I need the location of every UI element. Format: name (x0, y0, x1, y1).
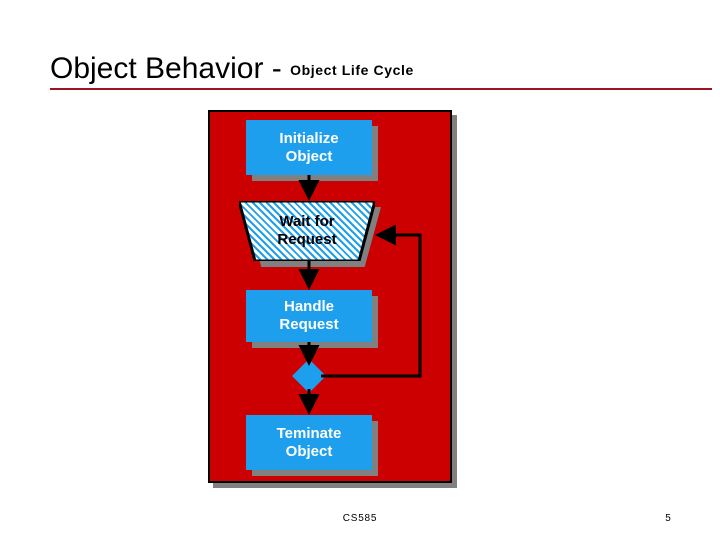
footer-page-number: 5 (665, 513, 671, 524)
footer-course-label: CS585 (342, 513, 378, 524)
wait-for-request-line1: Wait for (279, 213, 335, 230)
initialize-object-line2: Object (285, 147, 333, 165)
initialize-object-line1: Initialize (279, 129, 339, 147)
node-terminate-object[interactable]: Teminate Object (246, 415, 372, 470)
page-title: Object Behavior - Object Life Cycle (50, 52, 712, 92)
handle-request-line1: Handle (283, 298, 334, 315)
title-text-line: Object Behavior - Object Life Cycle (50, 52, 414, 86)
title-subtitle-text: Object Life Cycle (290, 62, 414, 78)
node-initialize-object[interactable]: Initialize Object (246, 120, 372, 175)
handle-request-line2: Request (279, 316, 339, 333)
node-handle-request[interactable]: Handle Request (246, 290, 372, 342)
wait-for-request-line2: Request (277, 231, 337, 248)
terminate-object-line2: Object (285, 442, 333, 460)
title-main-text: Object Behavior - (50, 52, 291, 85)
terminate-object-line1: Teminate (276, 424, 342, 442)
title-divider-rule (50, 88, 712, 90)
wait-for-request-label: Wait for Request (239, 201, 375, 261)
